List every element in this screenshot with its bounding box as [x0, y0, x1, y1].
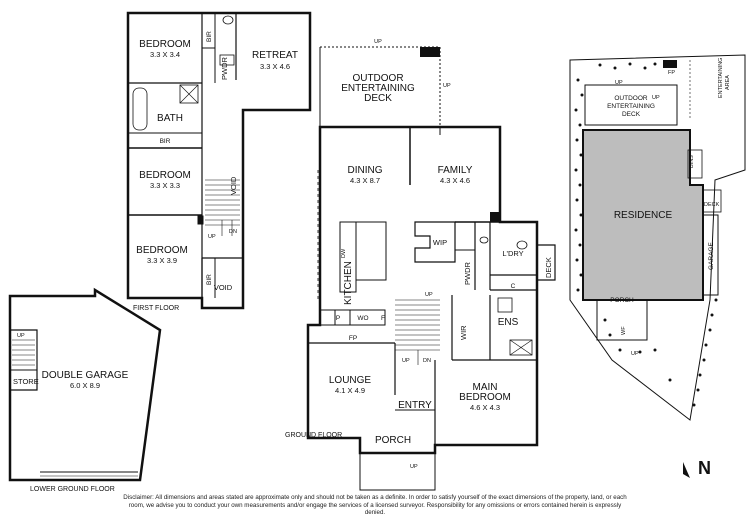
- lower-ground-floor-plan: [8, 287, 162, 482]
- lg-garage-dims: 6.0 X 8.9: [70, 381, 100, 390]
- gf-kitchen-label: KITCHEN: [343, 261, 354, 305]
- ff-bath-label: BATH: [157, 113, 183, 124]
- gf-main-bedroom-line2: BEDROOM: [459, 392, 511, 403]
- gf-outdoor-line2: ENTERTAINING: [341, 83, 415, 94]
- gf-porch-label: PORCH: [375, 435, 411, 446]
- gf-ens-label: ENS: [498, 317, 519, 328]
- ff-up-label: UP: [208, 234, 216, 240]
- gf-dn-label: DN: [423, 358, 431, 364]
- gf-floor-label: GROUND FLOOR: [285, 432, 342, 439]
- ff-bedroom3-name: BEDROOM: [136, 245, 188, 256]
- north-label: N: [698, 458, 711, 478]
- site-wf-label: WF: [621, 326, 627, 335]
- gf-c-label: C: [511, 283, 516, 290]
- gf-dining-dims: 4.3 X 8.7: [350, 176, 380, 185]
- first-floor-plan: [126, 11, 312, 310]
- gf-pwdr-label: PWDR: [463, 262, 472, 285]
- gf-outdoor-up: UP: [374, 39, 382, 45]
- lg-floor-label: LOWER GROUND FLOOR: [30, 486, 115, 493]
- gf-p-label: P: [336, 315, 340, 322]
- lg-up-label: UP: [17, 333, 25, 339]
- ff-bedroom1-dims: 3.3 X 3.4: [150, 50, 180, 59]
- ff-bedroom3-dims: 3.3 X 3.9: [147, 256, 177, 265]
- gf-wir-label: WIR: [459, 325, 468, 340]
- gf-outdoor-line3: DECK: [364, 93, 392, 104]
- site-up-label-1: UP: [615, 80, 623, 86]
- site-outdoor-line1: OUTDOOR: [614, 95, 648, 102]
- site-plan: [569, 54, 746, 421]
- north-arrow-icon: [683, 462, 690, 478]
- gf-lounge-name: LOUNGE: [329, 375, 372, 386]
- ff-dn-label: DN: [229, 229, 237, 235]
- gf-fp-label: FP: [349, 335, 357, 342]
- gf-entry-label: ENTRY: [398, 400, 432, 411]
- gf-dw-label: DW: [341, 248, 347, 258]
- site-outdoor-line3: DECK: [622, 111, 641, 118]
- lg-garage-name: DOUBLE GARAGE: [42, 370, 129, 381]
- gf-ldry-label: L'DRY: [502, 249, 523, 258]
- ff-retreat-name: RETREAT: [252, 50, 298, 61]
- gf-family-dims: 4.3 X 4.6: [440, 176, 470, 185]
- gf-outdoor-up-2: UP: [443, 83, 451, 89]
- site-porch-label: PORCH: [610, 297, 634, 304]
- gf-f-label: F: [381, 315, 385, 322]
- ff-bedroom2-dims: 3.3 X 3.3: [150, 181, 180, 190]
- ff-floor-label: FIRST FLOOR: [133, 305, 179, 312]
- gf-main-bedroom-dims: 4.6 X 4.3: [470, 403, 500, 412]
- lg-store-label: STORE: [13, 377, 39, 386]
- ff-void-label-1: VOID: [229, 176, 238, 195]
- gf-dining-name: DINING: [348, 165, 383, 176]
- ground-floor-plan: [306, 46, 556, 491]
- ff-bedroom1-name: BEDROOM: [139, 39, 191, 50]
- gf-wo-label: WO: [357, 315, 368, 322]
- site-deck-label: DECK: [704, 202, 720, 208]
- site-garage-label: GARAGE: [708, 242, 715, 270]
- gf-outdoor-line1: OUTDOOR: [352, 73, 403, 84]
- ff-retreat-dims: 3.3 X 4.6: [260, 62, 290, 71]
- site-bins-label: BINS: [689, 155, 695, 168]
- ff-bir-label-2: BIR: [206, 31, 213, 42]
- site-entertaining-line1: ENTERTAINING: [718, 58, 724, 98]
- gf-lounge-dims: 4.1 X 4.9: [335, 386, 365, 395]
- gf-main-bedroom-line1: MAIN: [473, 382, 498, 393]
- site-residence-label: RESIDENCE: [614, 210, 673, 221]
- site-up-label-2: UP: [652, 95, 660, 101]
- gf-wip-label: WIP: [433, 238, 447, 247]
- gf-family-name: FAMILY: [438, 165, 473, 176]
- site-outdoor-line2: ENTERTAINING: [607, 103, 655, 110]
- site-entertaining-line2: AREA: [725, 75, 731, 90]
- site-fp-label: FP: [668, 70, 675, 76]
- disclaimer-text: Disclaimer: All dimensions and areas sta…: [123, 494, 627, 517]
- ff-bir-label-1: BIR: [160, 138, 171, 145]
- gf-porch-up: UP: [410, 464, 418, 470]
- gf-up-label-1: UP: [425, 292, 433, 298]
- ff-pwdr-label: PWDR: [220, 57, 229, 80]
- ff-void-label-2: VOID: [214, 283, 233, 292]
- gf-up-label-2: UP: [402, 358, 410, 364]
- ff-bedroom2-name: BEDROOM: [139, 170, 191, 181]
- site-up-label-3: UP: [631, 351, 639, 357]
- gf-deck-label: DECK: [544, 257, 553, 278]
- ff-bir-label-3: BIR: [206, 274, 213, 285]
